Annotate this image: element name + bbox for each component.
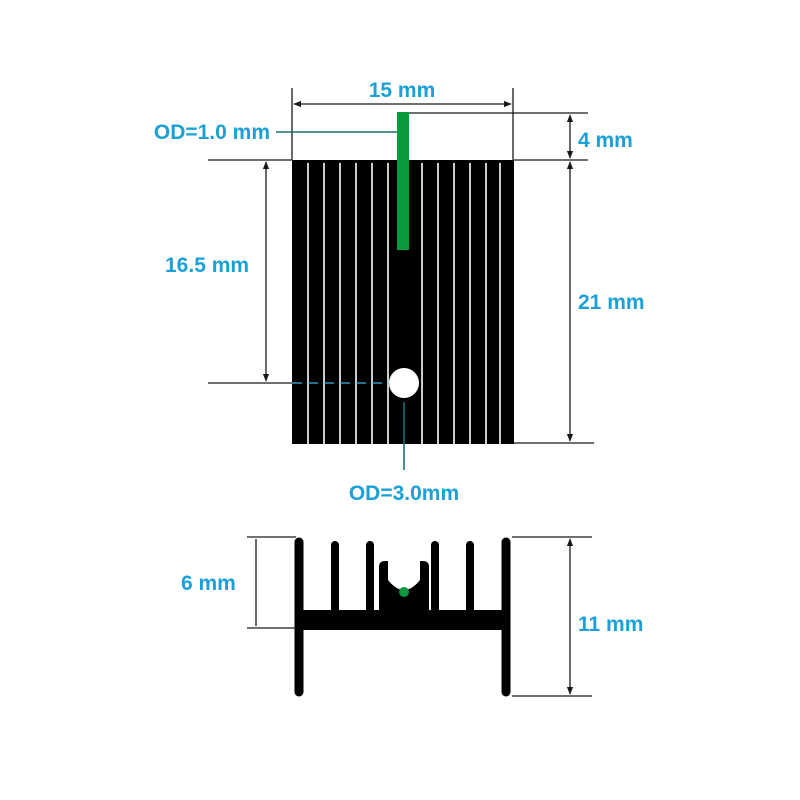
channel-depth-dimension: 6 mm bbox=[181, 536, 296, 629]
width-dimension: 15 mm bbox=[291, 79, 514, 160]
pin-extension-dimension: 4 mm bbox=[409, 112, 633, 161]
side-pin-dot bbox=[399, 587, 409, 597]
height-dimension: 21 mm bbox=[514, 161, 645, 444]
height-label: 21 mm bbox=[578, 291, 645, 314]
pin-extension-label: 4 mm bbox=[578, 129, 633, 152]
pin-od-callout: OD=1.0 mm bbox=[154, 121, 397, 144]
front-view bbox=[292, 112, 514, 444]
hole-distance-dimension: 16.5 mm bbox=[165, 159, 292, 384]
hole-distance-label: 16.5 mm bbox=[165, 254, 249, 277]
channel-depth-label: 6 mm bbox=[181, 572, 236, 595]
fin-lines bbox=[307, 163, 501, 444]
side-fins bbox=[294, 537, 511, 697]
mounting-hole bbox=[389, 368, 419, 398]
hole-od-callout: OD=3.0mm bbox=[349, 402, 459, 505]
width-label: 15 mm bbox=[369, 79, 436, 102]
depth-dimension: 11 mm bbox=[512, 536, 643, 697]
pin-od-label: OD=1.0 mm bbox=[154, 121, 270, 144]
depth-label: 11 mm bbox=[578, 613, 643, 636]
hole-od-label: OD=3.0mm bbox=[349, 482, 459, 505]
side-view bbox=[294, 537, 511, 697]
green-pin bbox=[397, 112, 409, 250]
